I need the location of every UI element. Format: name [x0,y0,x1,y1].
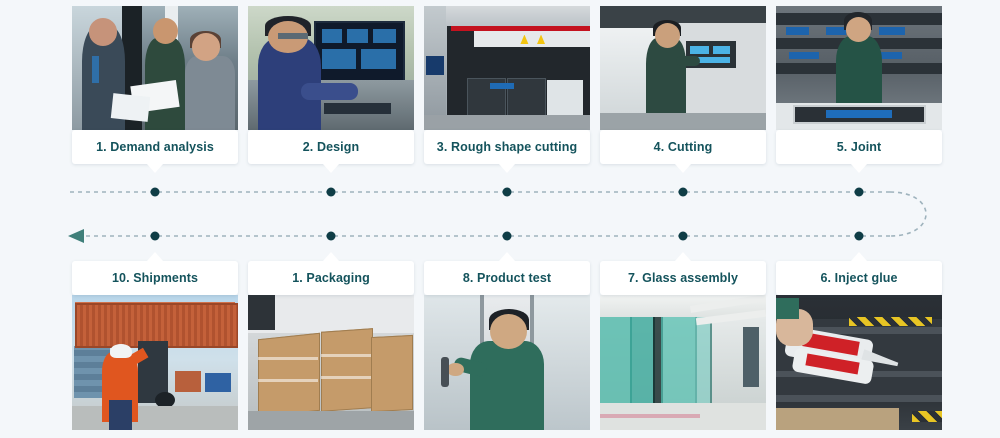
step-photo [72,6,238,130]
process-row-bottom: 10. Shipments 1. Packaging [72,252,942,430]
step-label: 7. Glass assembly [627,271,739,285]
flow-node [326,187,336,197]
step-photo [424,6,590,130]
step-label-card[interactable]: 4. Cutting [600,130,766,173]
step-label: 4. Cutting [653,140,713,154]
step-label-card[interactable]: 2. Design [248,130,414,173]
step-photo [600,6,766,130]
process-step-joint[interactable]: 5. Joint [776,6,942,173]
step-label-card[interactable]: 5. Joint [776,130,942,173]
flow-node [678,187,688,197]
step-label-card[interactable]: 1. Packaging [248,252,414,295]
step-label-card[interactable]: 6. Inject glue [776,252,942,295]
flow-node [502,187,512,197]
left-arrow-icon [68,229,84,243]
process-step-inject-glue[interactable]: 6. Inject glue [776,252,942,430]
step-label: 6. Inject glue [820,271,898,285]
process-step-rough-shape-cutting[interactable]: 3. Rough shape cutting [424,6,590,173]
process-step-product-test[interactable]: 8. Product test [424,252,590,430]
step-label: 2. Design [302,140,360,154]
step-label-card[interactable]: 8. Product test [424,252,590,295]
step-label-card[interactable]: 1. Demand analysis [72,130,238,173]
process-step-shipments[interactable]: 10. Shipments [72,252,238,430]
step-photo [72,295,238,430]
step-photo [248,295,414,430]
u-turn-connector [889,191,927,237]
step-photo [776,6,942,130]
flow-node [854,187,864,197]
step-label: 1. Demand analysis [96,140,214,154]
step-photo [248,6,414,130]
flow-node [502,231,512,241]
step-label-card[interactable]: 7. Glass assembly [600,252,766,295]
flow-node [854,231,864,241]
process-row-top: 1. Demand analysis 2. Design [72,6,942,173]
process-step-design[interactable]: 2. Design [248,6,414,173]
process-step-cutting[interactable]: 4. Cutting [600,6,766,173]
step-label: 10. Shipments [111,271,199,285]
flow-node [326,231,336,241]
process-step-packaging[interactable]: 1. Packaging [248,252,414,430]
step-label: 3. Rough shape cutting [436,140,578,154]
flow-node [150,187,160,197]
process-step-demand-analysis[interactable]: 1. Demand analysis [72,6,238,173]
step-photo [776,295,942,430]
step-label-card[interactable]: 10. Shipments [72,252,238,295]
step-label: 1. Packaging [292,271,370,285]
flow-node [678,231,688,241]
step-photo [600,295,766,430]
process-step-glass-assembly[interactable]: 7. Glass assembly [600,252,766,430]
step-photo [424,295,590,430]
flow-node [150,231,160,241]
step-label: 8. Product test [462,271,552,285]
step-label: 5. Joint [836,140,882,154]
step-label-card[interactable]: 3. Rough shape cutting [424,130,590,173]
